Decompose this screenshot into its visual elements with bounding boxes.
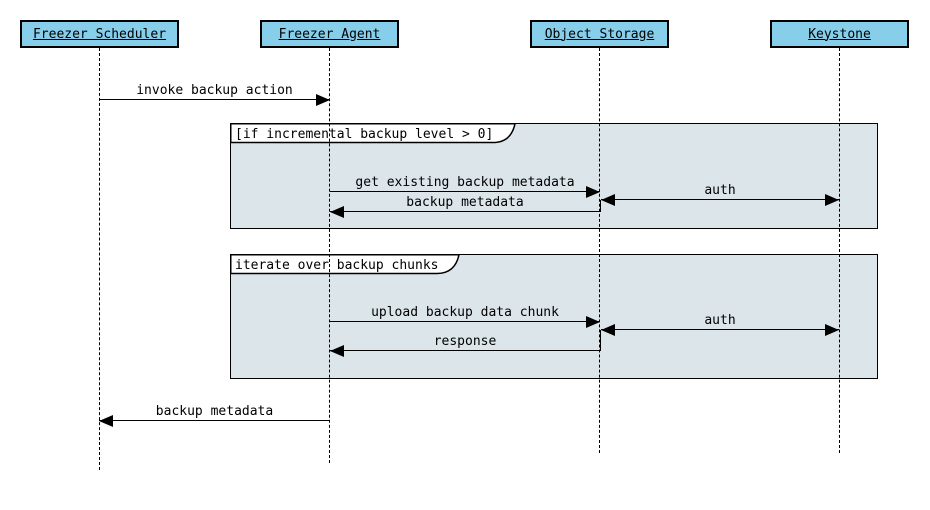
fragment-label-iterate-backup-chunks: iterate over backup chunks: [230, 254, 460, 275]
message-label: auth: [704, 313, 736, 328]
lifeline-keystone: [838, 48, 840, 453]
message-line: [330, 211, 601, 212]
fragment-label-text: [if incremental backup level > 0]: [235, 127, 493, 142]
fragment-iterate-backup-chunks: [230, 254, 878, 379]
fragment-label-text: iterate over backup chunks: [235, 258, 439, 273]
message-label: backup metadata: [406, 195, 524, 210]
lifeline-freezer-scheduler: [98, 48, 100, 470]
actor-label: Keystone: [808, 26, 871, 42]
arrowhead-left-icon: [330, 345, 344, 357]
message-label: auth: [704, 183, 736, 198]
message-line: [99, 420, 330, 421]
arrowhead-left-icon: [330, 206, 344, 218]
fragment-label-shape: [230, 254, 460, 275]
arrowhead-left-icon: [99, 415, 113, 427]
message-label: upload backup data chunk: [371, 305, 559, 320]
message-line: [601, 199, 839, 200]
actor-label: Freezer Agent: [278, 26, 381, 42]
actor-label: Object Storage: [544, 26, 655, 42]
message-label: response: [433, 334, 497, 349]
message-line: [330, 321, 600, 322]
arrowhead-right-icon: [825, 194, 839, 206]
message-connector-tick: [600, 200, 601, 212]
arrowhead-right-icon: [316, 94, 330, 106]
arrowhead-left-icon: [601, 324, 615, 336]
actor-label: Freezer Scheduler: [32, 26, 167, 42]
actor-freezer-agent: Freezer Agent: [260, 20, 399, 48]
message-label: backup metadata: [155, 404, 274, 419]
message-connector-tick: [600, 330, 601, 351]
fragment-label-shape: [230, 123, 516, 144]
actor-object-storage: Object Storage: [530, 20, 669, 48]
message-line: [601, 329, 839, 330]
message-line: [330, 191, 600, 192]
message-label: get existing backup metadata: [355, 175, 575, 190]
message-line: [99, 99, 330, 100]
actor-freezer-scheduler: Freezer Scheduler: [20, 20, 179, 48]
arrowhead-right-icon: [825, 324, 839, 336]
actor-keystone: Keystone: [770, 20, 909, 48]
message-label: invoke backup action: [136, 83, 293, 98]
fragment-label-if-incremental-backup: [if incremental backup level > 0]: [230, 123, 516, 144]
arrowhead-right-icon: [586, 316, 600, 328]
lifeline-freezer-agent: [328, 48, 330, 463]
arrowhead-left-icon: [601, 194, 615, 206]
arrowhead-right-icon: [586, 186, 600, 198]
lifeline-object-storage: [598, 48, 600, 453]
message-line: [330, 350, 601, 351]
